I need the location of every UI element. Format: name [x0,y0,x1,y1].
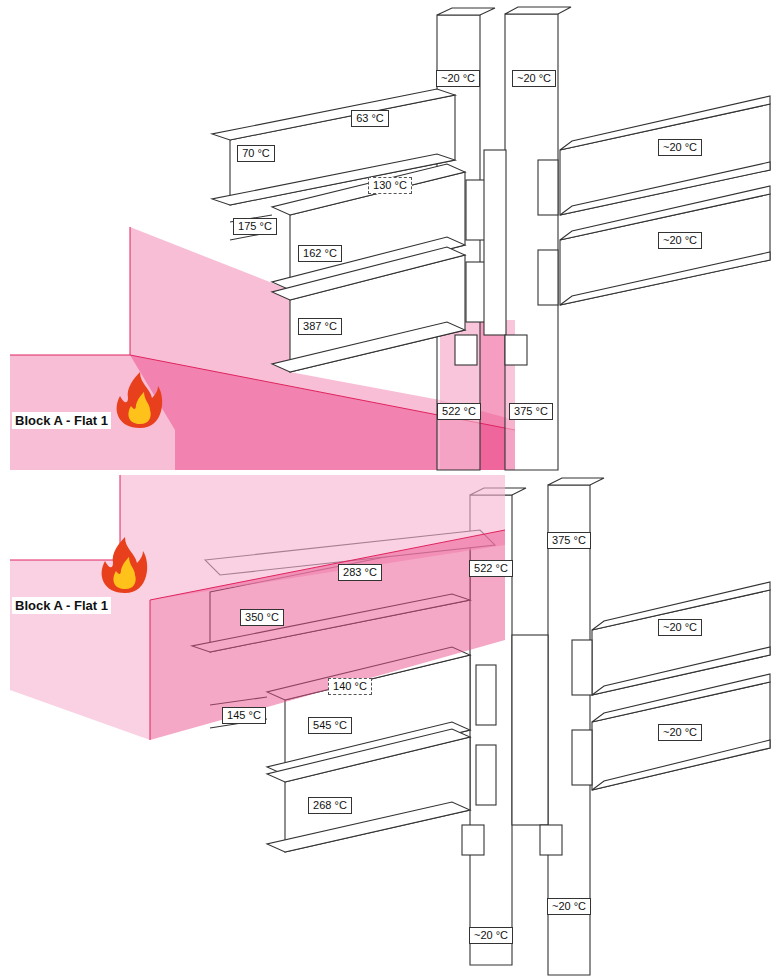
temperature-box: 175 °C [233,218,277,235]
compartment-label: Block A - Flat 1 [12,412,111,429]
temperature-box: 145 °C [222,707,266,724]
temperature-box: 268 °C [308,797,352,814]
temperature-value: 375 °C [552,534,586,547]
temperature-value: ~20 °C [517,72,551,85]
temperature-box: 70 °C [237,145,275,162]
temperature-value: 375 °C [514,405,548,418]
temperature-value: 175 °C [238,220,272,233]
temperature-box: ~20 °C [547,898,591,915]
temperature-box: ~20 °C [658,619,702,636]
temperature-box: 545 °C [308,717,352,734]
flame-icon [102,537,148,593]
temperature-box: ~20 °C [512,70,556,87]
temperature-value: 130 °C [373,179,407,192]
compartment-label: Block A - Flat 1 [12,597,111,614]
temperature-value: 350 °C [245,611,279,624]
temperature-value: 268 °C [313,799,347,812]
temperature-value: 522 °C [474,562,508,575]
temperature-box: 375 °C [547,532,591,549]
temperature-box: ~20 °C [658,724,702,741]
temperature-value: 63 °C [356,112,384,125]
temperature-value: 387 °C [303,320,337,333]
temperature-box: 283 °C [338,564,382,581]
temperature-value: ~20 °C [663,141,697,154]
temperature-value: ~20 °C [474,929,508,942]
temperature-box: ~20 °C [658,139,702,156]
temperature-value: ~20 °C [663,621,697,634]
temperature-value: 70 °C [242,147,270,160]
temperature-value: 545 °C [313,719,347,732]
temperature-box: 522 °C [469,560,513,577]
fire-compartment [10,475,505,740]
temperature-box: 63 °C [351,110,389,127]
temperature-value: ~20 °C [663,234,697,247]
temperature-value: ~20 °C [552,900,586,913]
temperature-box: ~20 °C [469,927,513,944]
temperature-box: 162 °C [298,245,342,262]
temperature-value: 522 °C [442,405,476,418]
temperature-box: 140 °C [328,678,372,695]
temperature-value: 162 °C [303,247,337,260]
temperature-box: 130 °C [368,177,412,194]
temperature-value: 145 °C [227,709,261,722]
temperature-box: 350 °C [240,609,284,626]
temperature-value: ~20 °C [441,72,475,85]
temperature-box: ~20 °C [658,232,702,249]
temperature-value: 283 °C [343,566,377,579]
flame-icon [117,372,163,428]
temperature-box: 387 °C [298,318,342,335]
temperature-value: 140 °C [333,680,367,693]
temperature-box: 522 °C [437,403,481,420]
temperature-box: 375 °C [509,403,553,420]
temperature-box: ~20 °C [436,70,480,87]
temperature-value: ~20 °C [663,726,697,739]
